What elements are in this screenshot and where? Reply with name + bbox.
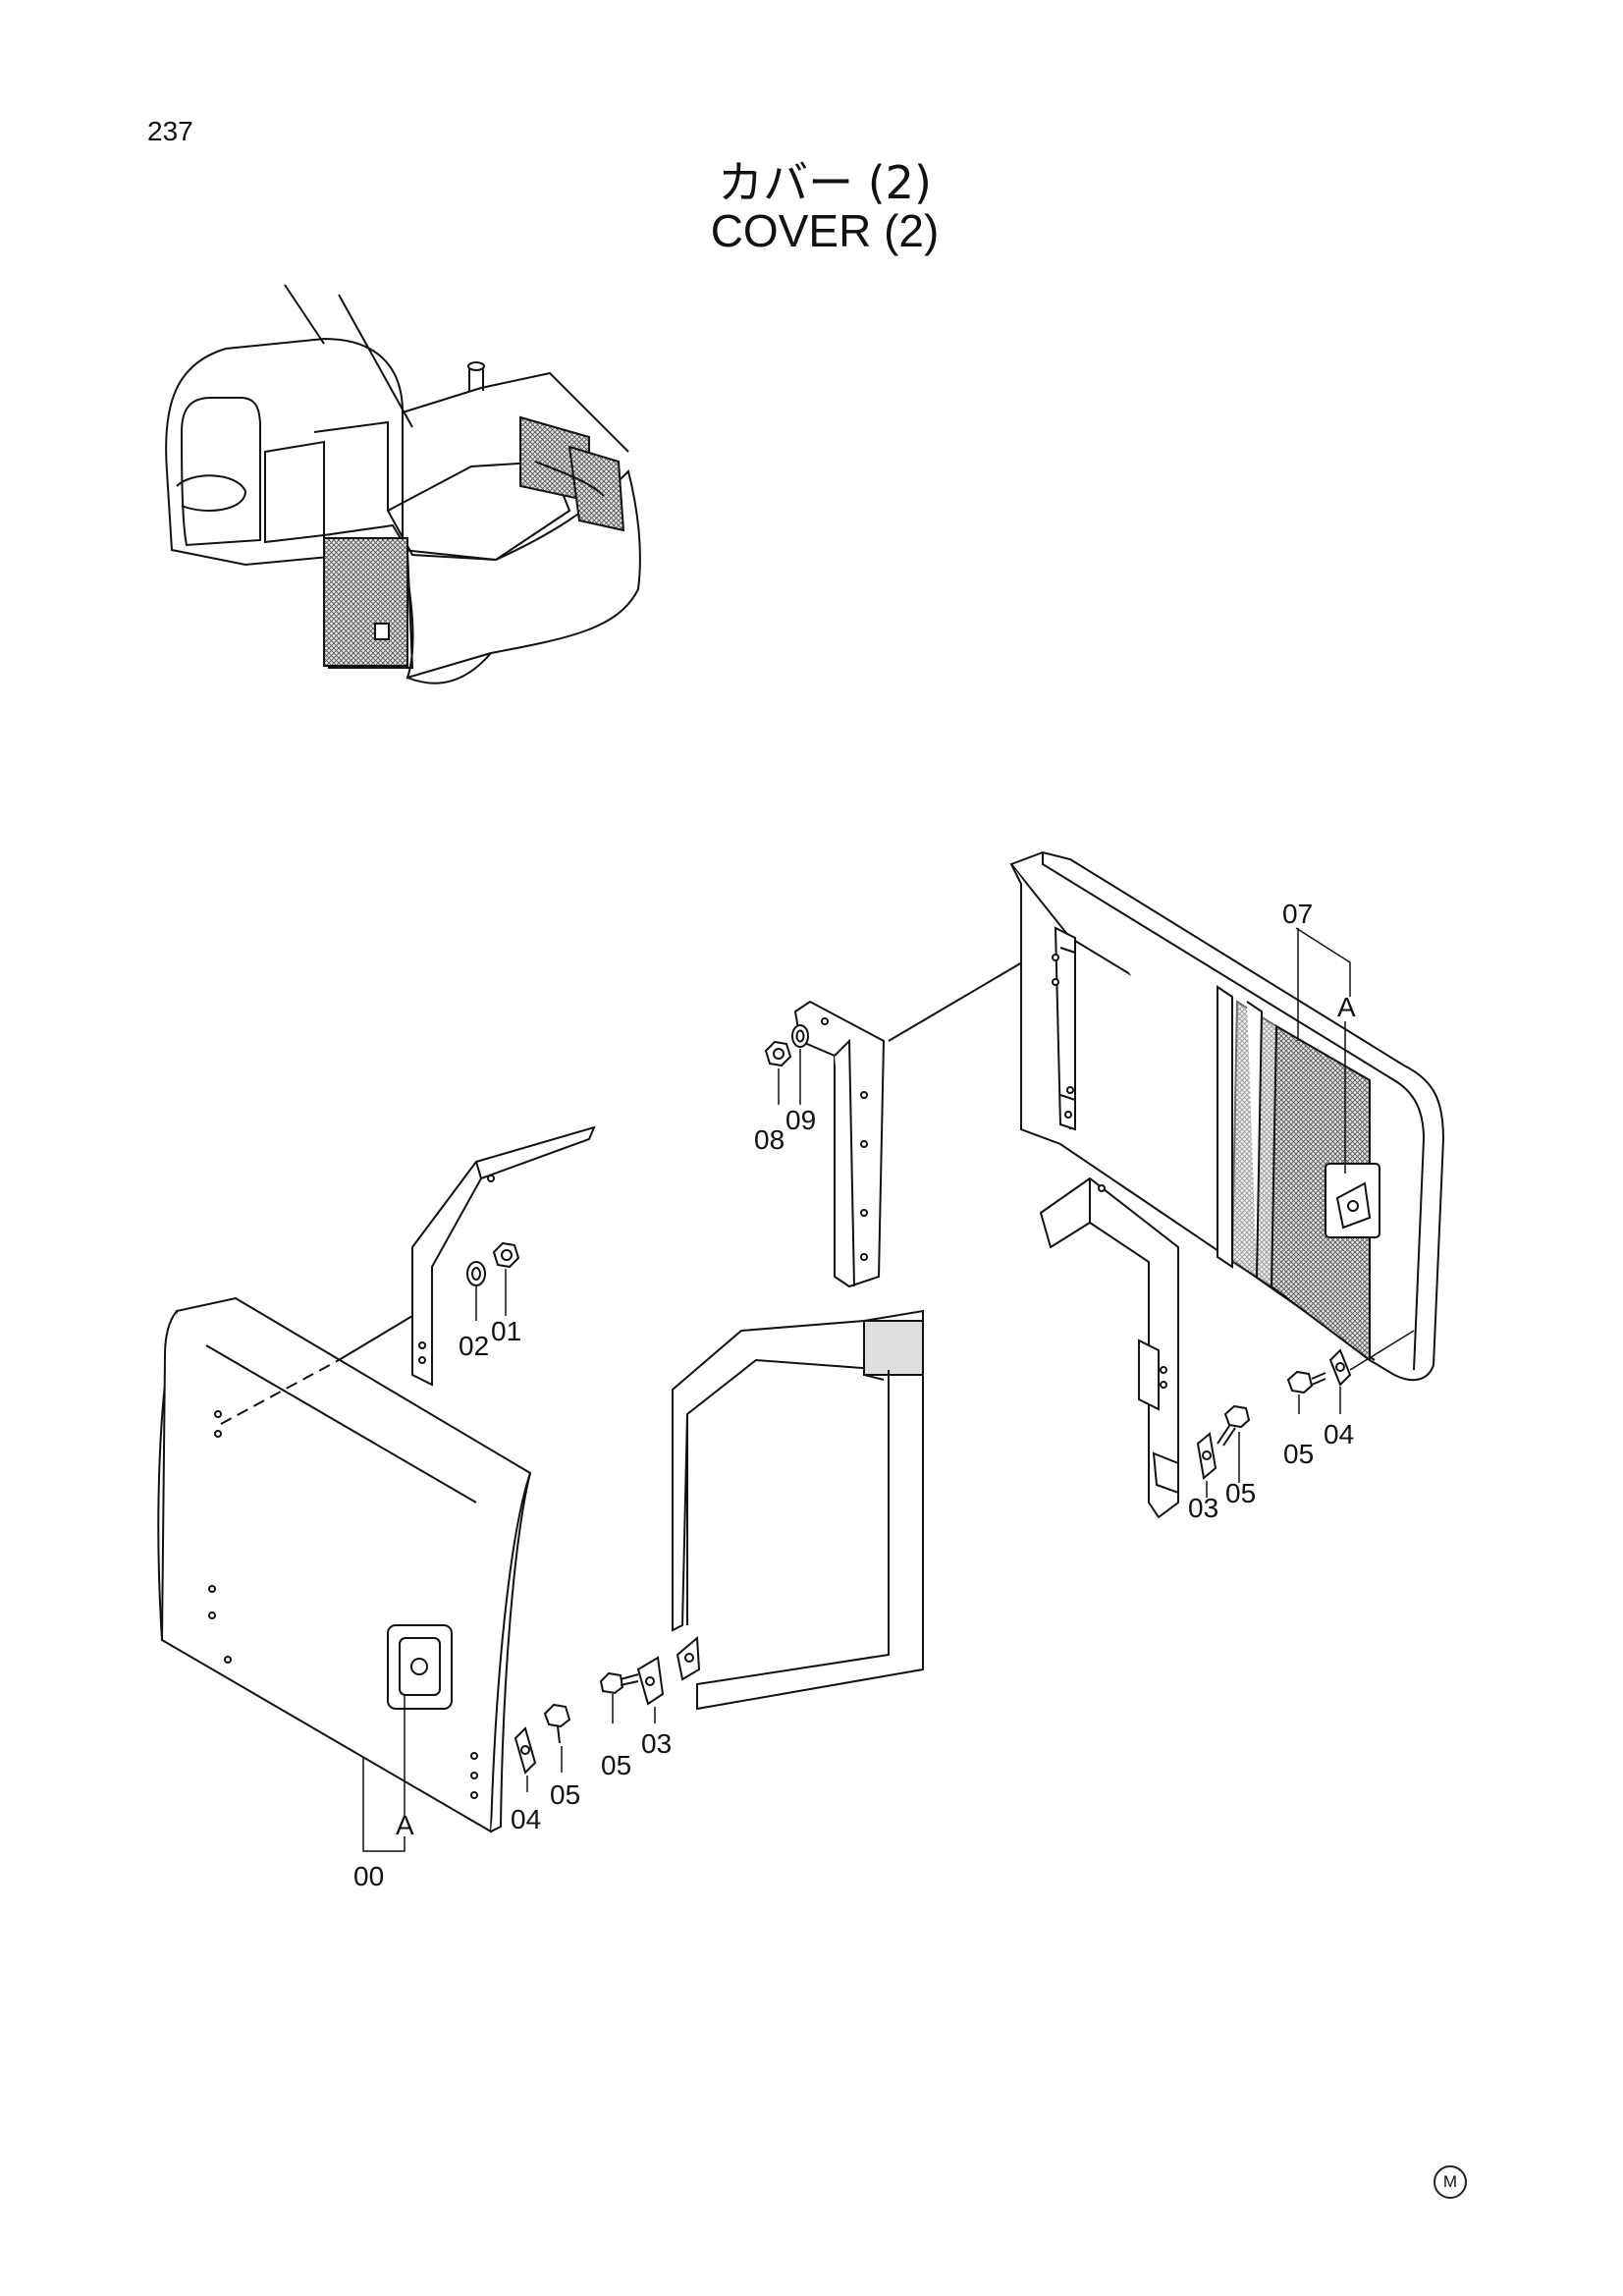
callout-07: 07 xyxy=(1282,899,1313,929)
part-bracket-right-lower xyxy=(1039,1176,1179,1519)
callout-00: 00 xyxy=(353,1861,384,1891)
part-nut-01 xyxy=(492,1241,520,1269)
part-nut-08 xyxy=(764,1040,792,1067)
part-hinge-04-right xyxy=(1328,1348,1352,1387)
title-japanese: カバー (2) xyxy=(718,156,932,209)
corner-mark: M xyxy=(1434,2165,1467,2199)
part-bracket-upper-left xyxy=(411,1125,596,1387)
part-bolt-05-right-a xyxy=(1217,1404,1251,1447)
callout-ref-a-right: A xyxy=(1337,992,1356,1022)
part-bolt-05-right-b xyxy=(1286,1370,1326,1394)
callout-03-left: 03 xyxy=(641,1728,672,1759)
callout-09: 09 xyxy=(785,1105,816,1135)
callout-03-right: 03 xyxy=(1188,1493,1218,1523)
callout-04-right: 04 xyxy=(1324,1419,1354,1449)
part-bracket-middle xyxy=(793,1000,886,1288)
callout-05-right-a: 05 xyxy=(1225,1478,1256,1508)
part-hinge-04-left xyxy=(514,1726,537,1775)
part-door-frame xyxy=(672,1309,924,1711)
callout-05-right-b: 05 xyxy=(1283,1439,1314,1469)
callout-01: 01 xyxy=(491,1316,521,1346)
page-number: 237 xyxy=(147,116,193,146)
part-washer-09 xyxy=(791,1024,809,1048)
title-english: COVER (2) xyxy=(710,205,940,256)
part-rear-cover xyxy=(1009,850,1445,1382)
callout-ref-a-left: A xyxy=(396,1810,414,1840)
part-bolt-05-left-b xyxy=(543,1703,571,1744)
part-hinge-03-left xyxy=(636,1635,701,1706)
machine-overview-illustration xyxy=(165,284,641,684)
callout-02: 02 xyxy=(459,1331,489,1361)
callout-04-left: 04 xyxy=(511,1804,541,1834)
part-hinge-03-right xyxy=(1196,1432,1217,1480)
part-side-door xyxy=(157,1296,532,1833)
part-bolt-05-left-a xyxy=(599,1671,639,1695)
callout-05-left-b: 05 xyxy=(601,1750,631,1780)
callout-05-left-a: 05 xyxy=(550,1779,580,1810)
part-washer-02 xyxy=(466,1261,486,1286)
callout-08: 08 xyxy=(754,1124,784,1155)
